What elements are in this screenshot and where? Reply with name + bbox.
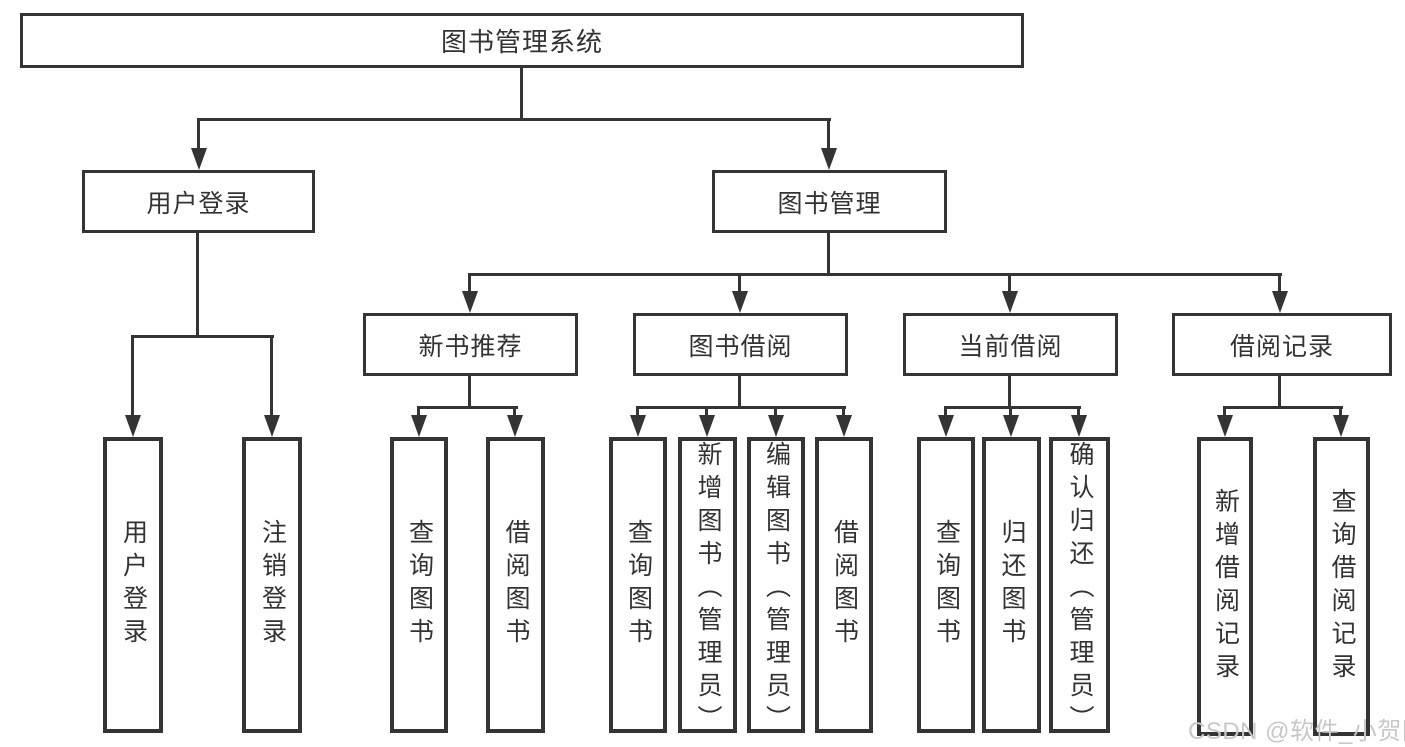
leaf-logout: 注销登录 — [242, 437, 302, 733]
arrowhead-icon — [1217, 415, 1233, 437]
connector-drop — [270, 335, 273, 417]
leaf-query-books-recommend: 查询图书 — [390, 437, 448, 733]
leaf-confirm-return-admin: 确认归还（管理员） — [1049, 437, 1110, 738]
leaf-query-books-current: 查询图书 — [917, 437, 975, 733]
arrowhead-icon — [732, 291, 748, 313]
arrowhead-icon — [821, 148, 837, 170]
connector-drop — [131, 335, 134, 417]
leaf-user-login: 用户登录 — [103, 437, 163, 733]
watermark: CSDN @软件_小贺同学 — [1188, 718, 1405, 745]
node-user-login: 用户登录 — [82, 170, 315, 233]
node-library-management-system-label: 图书管理系统 — [440, 27, 603, 57]
node-new-book-recommend: 新书推荐 — [363, 313, 578, 376]
leaf-add-borrow-record: 新增借阅记录 — [1197, 437, 1253, 736]
node-borrowing-records: 借阅记录 — [1172, 313, 1392, 376]
arrowhead-icon — [768, 415, 784, 437]
leaf-borrow-books-borrowing: 借阅图书 — [815, 437, 873, 733]
connector-drop — [827, 118, 830, 150]
connector-stem — [196, 233, 199, 338]
node-current-borrowing-label: 当前借阅 — [958, 332, 1063, 361]
connector-stem — [1278, 375, 1281, 409]
connector-drop — [1009, 406, 1012, 417]
arrowhead-icon — [462, 291, 478, 313]
leaf-add-book-admin: 新增图书（管理员） — [678, 437, 737, 738]
leaf-edit-book-admin: 编辑图书（管理员） — [747, 437, 805, 738]
node-book-borrowing-label: 图书借阅 — [688, 332, 793, 361]
connector-bar — [417, 406, 518, 409]
leaf-query-borrow-record: 查询借阅记录 — [1313, 437, 1370, 736]
arrowhead-icon — [1002, 291, 1018, 313]
arrowhead-icon — [507, 415, 523, 437]
arrowhead-icon — [125, 415, 141, 437]
leaf-borrow-books-recommend: 借阅图书 — [486, 437, 545, 733]
connector-stem — [738, 375, 741, 409]
arrowhead-icon — [1003, 415, 1019, 437]
arrowhead-icon — [699, 415, 715, 437]
connector-drop — [1008, 273, 1011, 293]
arrowhead-icon — [411, 415, 427, 437]
node-borrowing-records-label: 借阅记录 — [1229, 332, 1334, 361]
node-current-borrowing: 当前借阅 — [903, 313, 1118, 376]
arrowhead-icon — [938, 415, 954, 437]
connector-drop — [513, 406, 516, 417]
connector-bar — [469, 273, 1282, 276]
connector-drop — [1278, 273, 1281, 293]
connector-stem — [1008, 375, 1011, 409]
node-book-management: 图书管理 — [712, 170, 947, 233]
connector-drop — [1339, 406, 1342, 417]
connector-stem — [827, 233, 830, 276]
connector-bar — [197, 118, 831, 121]
connector-stem — [468, 375, 471, 409]
connector-bar — [636, 406, 846, 409]
node-new-book-recommend-label: 新书推荐 — [418, 332, 523, 361]
arrowhead-icon — [630, 415, 646, 437]
arrowhead-icon — [836, 415, 852, 437]
connector-drop — [417, 406, 420, 417]
connector-drop — [774, 406, 777, 417]
node-user-login-label: 用户登录 — [146, 189, 251, 218]
arrowhead-icon — [1272, 291, 1288, 313]
leaf-return-books: 归还图书 — [982, 437, 1041, 733]
connector-drop — [705, 406, 708, 417]
connector-drop — [842, 406, 845, 417]
node-book-management-label: 图书管理 — [777, 189, 882, 218]
arrowhead-icon — [264, 415, 280, 437]
connector-drop — [1223, 406, 1226, 417]
connector-drop — [1077, 406, 1080, 417]
connector-drop — [944, 406, 947, 417]
leaf-query-books-borrowing: 查询图书 — [609, 437, 667, 733]
connector-drop — [738, 273, 741, 293]
arrowhead-icon — [1071, 415, 1087, 437]
connector-drop — [468, 273, 471, 293]
arrowhead-icon — [1333, 415, 1349, 437]
connector-bar — [1223, 406, 1343, 409]
arrowhead-icon — [191, 148, 207, 170]
node-library-management-system: 图书管理系统 — [20, 13, 1024, 68]
node-book-borrowing: 图书借阅 — [633, 313, 848, 376]
connector-stem — [520, 68, 523, 121]
connector-bar — [131, 335, 274, 338]
connector-drop — [636, 406, 639, 417]
connector-bar — [944, 406, 1081, 409]
connector-drop — [197, 118, 200, 150]
